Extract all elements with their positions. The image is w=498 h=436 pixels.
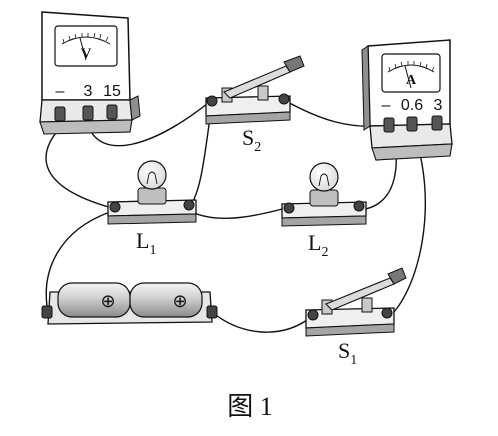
lamp-2[interactable]: L2 bbox=[281, 162, 367, 260]
switch-2-terminal-right[interactable] bbox=[278, 93, 290, 105]
voltmeter-face-letter: V bbox=[81, 46, 92, 62]
voltmeter-terminal-3-label: 3 bbox=[84, 83, 93, 100]
ammeter-terminal-3[interactable] bbox=[431, 115, 443, 131]
lamp-2-label: L2 bbox=[308, 230, 328, 260]
switch-2[interactable]: S2 bbox=[205, 55, 305, 155]
lamp-2-terminal-left[interactable] bbox=[283, 202, 295, 214]
lamp-1[interactable]: L1 bbox=[107, 160, 197, 258]
wire-battery-to-switch1 bbox=[211, 311, 311, 333]
lamp-1-terminal-left[interactable] bbox=[109, 201, 121, 213]
ammeter-terminal-neg[interactable] bbox=[383, 117, 395, 133]
switch-1-label: S1 bbox=[338, 338, 357, 368]
switch-2-handle[interactable] bbox=[283, 55, 305, 73]
battery-terminal-left[interactable] bbox=[41, 305, 53, 319]
switch-2-terminal-left[interactable] bbox=[206, 95, 218, 107]
voltmeter-terminal-neg-label: – bbox=[56, 83, 65, 100]
voltmeter-terminal-neg[interactable] bbox=[54, 106, 66, 122]
wire-voltmeter-neg-to-lamp1 bbox=[45, 127, 113, 209]
wire-lamp1-to-battery bbox=[45, 211, 111, 313]
ammeter-terminal-neg-label: – bbox=[382, 97, 391, 114]
figure-caption: 图 1 bbox=[227, 392, 273, 421]
switch-1-handle[interactable] bbox=[387, 267, 407, 285]
switch-1-blade[interactable] bbox=[325, 277, 395, 311]
voltmeter-terminal-3[interactable] bbox=[82, 105, 94, 121]
battery-cell-2-plus: ⊕ bbox=[172, 291, 187, 311]
wire-lamp1-to-lamp2 bbox=[191, 207, 287, 219]
voltmeter[interactable]: V – 3 15 bbox=[39, 11, 141, 135]
ammeter-terminal-3-label: 3 bbox=[434, 97, 443, 114]
battery-pack[interactable]: ⊕ ⊕ bbox=[41, 282, 218, 325]
ammeter-face-letter: A bbox=[406, 73, 417, 88]
battery-cell-2 bbox=[129, 282, 203, 318]
lamp-1-terminal-right[interactable] bbox=[183, 199, 195, 211]
lamp-1-bulb bbox=[137, 160, 167, 190]
ammeter-terminal-06-label: 0.6 bbox=[401, 97, 423, 114]
battery-cell-1 bbox=[57, 282, 131, 318]
voltmeter-terminal-15[interactable] bbox=[106, 104, 118, 120]
lamp-1-label: L1 bbox=[136, 228, 156, 258]
wire-voltmeter-3-to-switch2 bbox=[87, 99, 213, 147]
battery-cell-1-plus: ⊕ bbox=[100, 291, 115, 311]
ammeter-terminal-06[interactable] bbox=[406, 116, 418, 132]
switch-1[interactable]: S1 bbox=[305, 267, 407, 368]
switch-2-blade[interactable] bbox=[223, 65, 291, 99]
lamp-2-bulb bbox=[309, 162, 339, 192]
switch-2-label: S2 bbox=[242, 125, 261, 155]
battery-terminal-right[interactable] bbox=[206, 305, 218, 319]
lamp-2-terminal-right[interactable] bbox=[353, 200, 365, 212]
switch-1-terminal-left[interactable] bbox=[307, 309, 319, 321]
voltmeter-terminal-15-label: 15 bbox=[103, 83, 121, 100]
ammeter[interactable]: A – 0.6 3 bbox=[361, 39, 453, 161]
switch-1-terminal-right[interactable] bbox=[381, 307, 393, 319]
